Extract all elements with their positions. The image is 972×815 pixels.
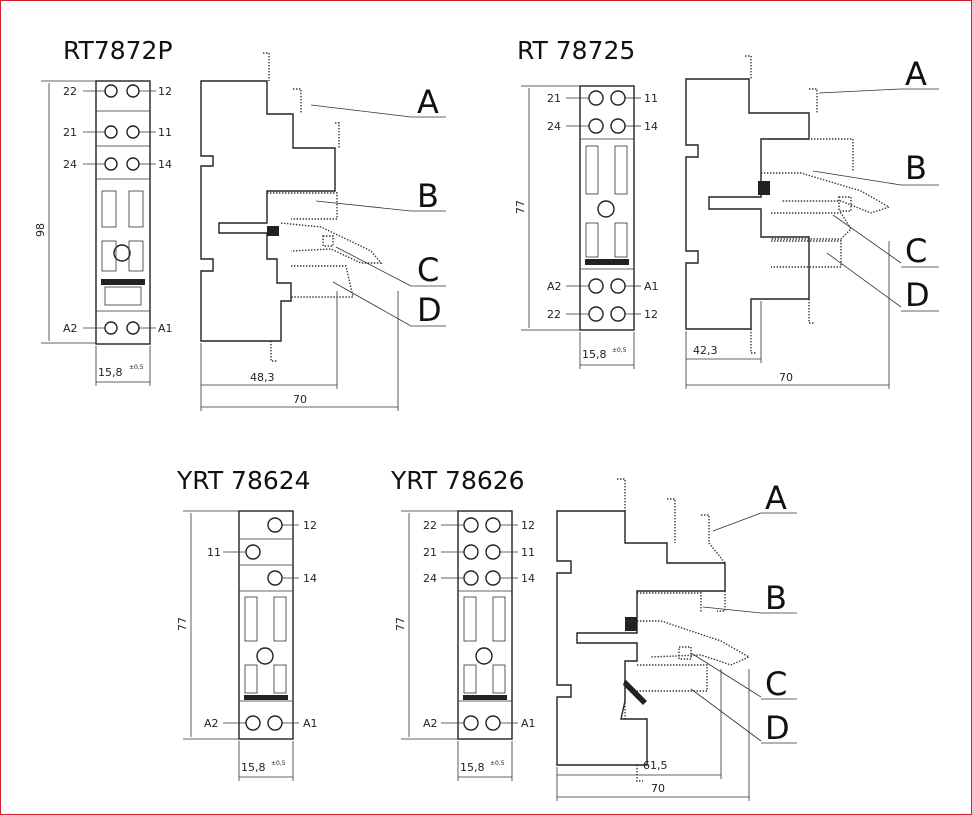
yrt78626-callout-c: C: [765, 665, 787, 703]
yrt78626-title: YRT 78626: [390, 466, 525, 495]
rt78725-side-view: A B C D 42,3 70: [685, 55, 939, 389]
rt78725-callout-b: B: [905, 149, 927, 187]
rt78725-term-l3: A2: [547, 280, 562, 293]
yrt78626-width: 15,8: [460, 761, 485, 774]
rt7872p-front-view: 22 12 21 11 24 14 A2 A1 98 15,8 ±0,5: [34, 80, 173, 386]
rt7872p-side-body: [200, 80, 336, 342]
rt78725-screws: [588, 90, 626, 322]
yrt78624-group: YRT 78624 12 11 14 A2 A1: [176, 466, 318, 781]
rt78725-front-view: 21 11 24 14 A2 A1 22 12 77 15,8 ±0,5: [514, 85, 659, 369]
yrt78626-term-l4: A2: [423, 717, 438, 730]
rt78725-term-r1: 11: [644, 92, 658, 105]
yrt78626-term-r2: 11: [521, 546, 535, 559]
rt78725-term-l2: 24: [547, 120, 561, 133]
yrt78626-height: 77: [394, 617, 407, 631]
rt7872p-width-tol: ±0,5: [129, 364, 144, 371]
yrt78626-term-r1: 12: [521, 519, 535, 532]
rt78725-term-r2: 14: [644, 120, 658, 133]
yrt78624-term-l4: A2: [204, 717, 219, 730]
rt78725-side-body: [685, 78, 810, 330]
rt7872p-term-l2: 21: [63, 126, 77, 139]
yrt78626-group: YRT 78626 22 12 21 11 24 14 A2 A1: [390, 466, 797, 801]
rt7872p-term-r1: 12: [158, 85, 172, 98]
yrt78626-width-tol: ±0,5: [490, 760, 505, 767]
rt78725-term-l4: 22: [547, 308, 561, 321]
rt7872p-depth2: 70: [293, 393, 307, 406]
rt7872p-term-l3: 24: [63, 158, 77, 171]
yrt78624-term-r4: A1: [303, 717, 318, 730]
rt78725-height: 77: [514, 200, 527, 214]
yrt78624-front-view: 12 11 14 A2 A1 77 15,8 ±0,5: [176, 510, 318, 781]
rt78725-term-r3: A1: [644, 280, 659, 293]
rt7872p-callout-d: D: [417, 291, 442, 329]
yrt78626-side-view: A B C D 61,5 70: [556, 478, 797, 801]
rt78725-title: RT 78725: [517, 36, 635, 65]
yrt78624-term-l2: 11: [207, 546, 221, 559]
rt78725-term-l1: 21: [547, 92, 561, 105]
rt7872p-side-view: A B C D 48,3 70: [200, 52, 446, 411]
yrt78624-screws: [245, 517, 283, 731]
rt7872p-callout-a: A: [417, 83, 439, 121]
rt7872p-height: 98: [34, 223, 47, 237]
rt7872p-front-body: [95, 80, 151, 345]
yrt78624-term-r3: 14: [303, 572, 317, 585]
yrt78626-callout-a: A: [765, 479, 787, 517]
yrt78626-callout-b: B: [765, 579, 787, 617]
rt78725-width-tol: ±0,5: [612, 347, 627, 354]
yrt78626-term-l1: 22: [423, 519, 437, 532]
yrt78626-front-body: [457, 510, 513, 740]
rt78725-callout-a: A: [905, 55, 927, 93]
rt78725-depth2: 70: [779, 371, 793, 384]
yrt78624-term-r1: 12: [303, 519, 317, 532]
yrt78626-side-body: [556, 510, 726, 766]
rt7872p-term-r4: A1: [158, 322, 173, 335]
yrt78624-width-tol: ±0,5: [271, 760, 286, 767]
rt78725-depth1: 42,3: [693, 344, 718, 357]
rt7872p-callout-c: C: [417, 251, 439, 289]
yrt78626-callout-d: D: [765, 709, 790, 747]
rt7872p-title: RT7872P: [63, 36, 173, 65]
yrt78626-term-l3: 24: [423, 572, 437, 585]
rt78725-callout-d: D: [905, 276, 930, 314]
yrt78624-front-body: [238, 510, 294, 740]
rt7872p-depth1: 48,3: [250, 371, 275, 384]
rt7872p-screws: [104, 84, 140, 335]
yrt78624-height: 77: [176, 617, 189, 631]
rt7872p-term-l1: 22: [63, 85, 77, 98]
yrt78626-term-l2: 21: [423, 546, 437, 559]
rt7872p-width: 15,8: [98, 366, 123, 379]
yrt78624-title: YRT 78624: [176, 466, 311, 495]
rt78725-width: 15,8: [582, 348, 607, 361]
yrt78626-depth1: 61,5: [643, 759, 668, 772]
rt78725-callout-c: C: [905, 232, 927, 270]
rt78725-term-r4: 12: [644, 308, 658, 321]
yrt78624-width: 15,8: [241, 761, 266, 774]
yrt78626-depth2: 70: [651, 782, 665, 795]
rt7872p-term-r3: 14: [158, 158, 172, 171]
yrt78626-front-view: 22 12 21 11 24 14 A2 A1 77 15,8 ±0,5: [394, 510, 536, 781]
rt7872p-term-l4: A2: [63, 322, 78, 335]
rt78725-group: RT 78725 21 11 24 14 A2 A1 22 12: [514, 36, 939, 389]
rt7872p-term-r2: 11: [158, 126, 172, 139]
yrt78626-term-r3: 14: [521, 572, 535, 585]
yrt78626-term-r4: A1: [521, 717, 536, 730]
rt7872p-group: RT7872P 22 12 21 11: [34, 36, 446, 411]
rt7872p-callout-b: B: [417, 177, 439, 215]
